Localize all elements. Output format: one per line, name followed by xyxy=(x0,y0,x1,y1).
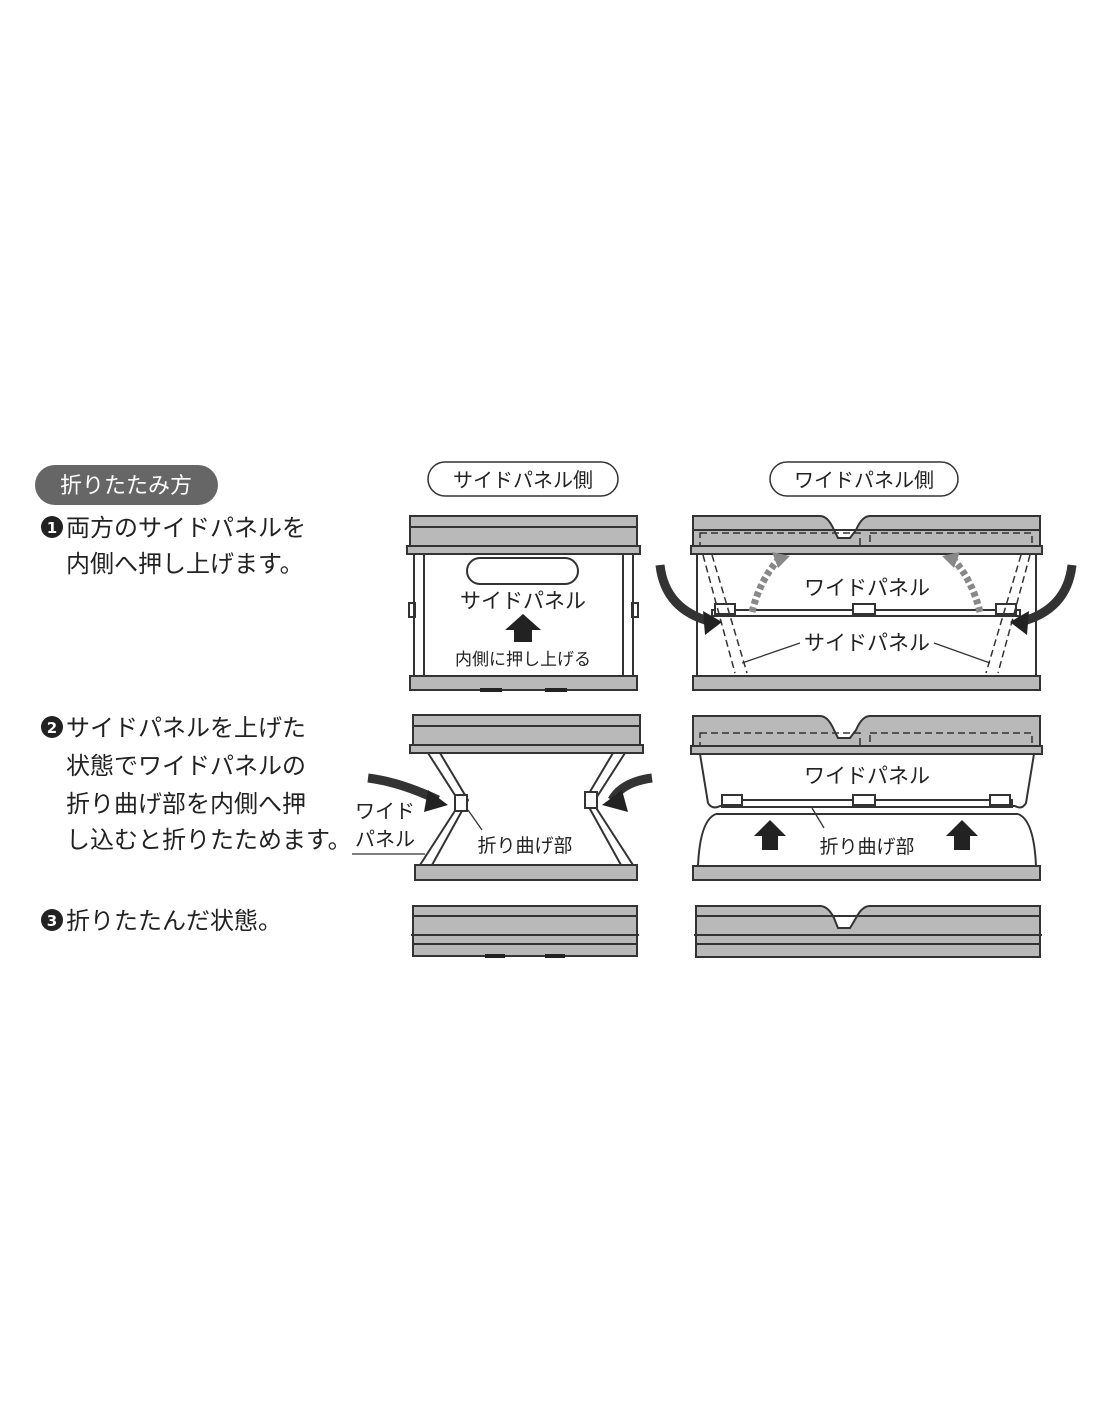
step3-side-folded xyxy=(411,905,639,958)
svg-text:折り曲げ部を内側へ押: 折り曲げ部を内側へ押 xyxy=(66,790,306,818)
dotted-arrow-icon xyxy=(748,557,781,613)
step2-wide-view: ワイドパネル 折り曲げ部 xyxy=(690,715,1043,881)
handle-hole xyxy=(466,557,579,585)
step1-side-view: サイドパネル 内側に押し上げる xyxy=(406,515,641,692)
step-number-badge xyxy=(41,516,63,538)
svg-text:3: 3 xyxy=(47,912,57,930)
svg-text:2: 2 xyxy=(47,719,57,737)
svg-text:内側に押し上げる: 内側に押し上げる xyxy=(455,650,591,670)
svg-text:ワイドパネル側: ワイドパネル側 xyxy=(794,468,934,492)
up-arrow-icon xyxy=(946,820,978,850)
svg-text:パネル: パネル xyxy=(355,827,415,851)
svg-text:サイドパネル: サイドパネル xyxy=(460,589,586,613)
step1-wide-view: ワイドパネル サイドパネル xyxy=(655,515,1077,691)
svg-text:サイドパネルを上げた: サイドパネルを上げた xyxy=(66,714,306,742)
up-arrow-icon xyxy=(754,820,786,850)
curved-arrow-icon xyxy=(655,564,714,627)
svg-text:折り曲げ部: 折り曲げ部 xyxy=(819,836,914,858)
svg-text:ワイドパネル: ワイドパネル xyxy=(804,576,930,600)
svg-text:し込むと折りたためます。: し込むと折りたためます。 xyxy=(66,826,352,854)
section-title-badge: 折りたたみ方 xyxy=(35,465,218,505)
svg-text:サイドパネル側: サイドパネル側 xyxy=(453,468,593,492)
step-3: 3 折りたたんだ状態。 xyxy=(41,907,282,935)
up-arrow-icon xyxy=(505,614,541,642)
section-title: 折りたたみ方 xyxy=(60,474,192,499)
svg-text:両方のサイドパネルを: 両方のサイドパネルを xyxy=(66,514,306,542)
step2-side-view: ワイド パネル 折り曲げ部 xyxy=(352,714,653,881)
dotted-arrow-icon xyxy=(951,557,984,613)
step-number-badge xyxy=(41,716,63,738)
svg-text:折りたたんだ状態。: 折りたたんだ状態。 xyxy=(66,907,282,935)
svg-text:1: 1 xyxy=(47,519,57,537)
svg-text:内側へ押し上げます。: 内側へ押し上げます。 xyxy=(66,550,304,578)
step-number-badge xyxy=(41,909,63,931)
curved-arrow-icon xyxy=(1018,564,1077,627)
svg-text:ワイド: ワイド xyxy=(355,799,415,823)
svg-text:状態でワイドパネルの: 状態でワイドパネルの xyxy=(66,752,306,780)
step-1: 1 両方のサイドパネルを 内側へ押し上げます。 xyxy=(41,514,306,578)
svg-text:折り曲げ部: 折り曲げ部 xyxy=(477,835,572,857)
svg-text:サイドパネル: サイドパネル xyxy=(804,631,930,655)
column-label-wide: ワイドパネル側 xyxy=(769,461,959,497)
svg-text:ワイドパネル: ワイドパネル xyxy=(804,764,930,788)
column-label-side: サイドパネル側 xyxy=(427,461,619,497)
step-2: 2 サイドパネルを上げた 状態でワイドパネルの 折り曲げ部を内側へ押 し込むと折… xyxy=(41,714,352,854)
step3-wide-folded xyxy=(694,905,1042,958)
